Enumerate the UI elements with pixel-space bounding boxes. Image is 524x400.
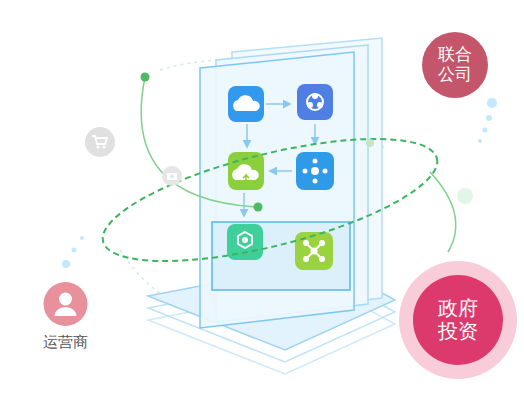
dot-glyph (319, 240, 325, 246)
deco-dot (62, 260, 70, 268)
person-head (59, 293, 72, 306)
dot-glyph (303, 169, 308, 174)
dot-glyph (311, 248, 318, 255)
deco-dot (80, 236, 84, 240)
deco-dot (483, 128, 488, 133)
ring-glyph (307, 94, 323, 110)
dot-glyph (311, 167, 319, 175)
avatar-circle (43, 282, 87, 326)
node-label: 政府 投资 (438, 297, 478, 343)
network-icon (297, 84, 333, 120)
dot-glyph (313, 159, 318, 164)
orbit-arc (141, 77, 258, 207)
hub-icon (296, 152, 334, 190)
flow-arrow (243, 193, 245, 216)
investment-circle: 政府 投资 (399, 261, 517, 379)
orbit-dot (141, 73, 150, 82)
flow-arrow (246, 124, 248, 147)
badge-circle (85, 127, 115, 157)
icon-tile (295, 232, 333, 270)
dot-glyph (242, 237, 248, 243)
orbit-ellipse (92, 114, 448, 286)
lens-glyph (170, 175, 174, 179)
orbit-dot (366, 139, 374, 147)
node-label: 联合 公司 (438, 45, 472, 84)
node-shape (39, 282, 92, 326)
node-caption: 运营商 (43, 334, 88, 351)
icon-tile (297, 84, 333, 120)
orbit-dot (457, 188, 473, 204)
camera-badge (162, 166, 182, 186)
deco-dot (72, 248, 77, 253)
circle-fill (413, 275, 503, 365)
dot-glyph (317, 102, 323, 108)
badge-circle (162, 166, 182, 186)
dot-glyph (313, 179, 318, 184)
hex-glyph (238, 232, 252, 248)
deco-dot (486, 115, 492, 121)
lower-panel (212, 222, 350, 290)
flow-arrow (266, 103, 290, 105)
dot-glyph (319, 256, 325, 262)
dot-glyph (323, 169, 328, 174)
deco-dot (487, 98, 497, 108)
dot-glyph (307, 102, 313, 108)
front-page (200, 52, 354, 328)
person-body (54, 307, 76, 316)
flow-arrow (314, 124, 316, 144)
operator-node: 运营商 (39, 282, 92, 355)
cart-glyph (92, 136, 107, 144)
icon-tile (296, 152, 334, 190)
dot-glyph (303, 256, 309, 262)
icon-tile (228, 86, 264, 122)
circle-fill (422, 32, 488, 98)
orbit-arc (430, 172, 456, 252)
cloud-glyph (233, 95, 260, 111)
orbit-dot (254, 203, 263, 212)
dot-glyph (303, 240, 309, 246)
cross-glyph (306, 243, 322, 259)
cloud-icon (228, 86, 264, 122)
deco-dot (478, 139, 482, 143)
wheel-glyph (103, 146, 106, 149)
halo-ring (399, 261, 517, 379)
wheel-glyph (97, 146, 100, 149)
dot-glyph (312, 93, 318, 99)
flow-arrow (270, 170, 292, 172)
company-circle: 联合 公司 (422, 32, 488, 98)
cart-badge (85, 127, 115, 157)
upload-glyph (243, 175, 249, 184)
camera-glyph (167, 173, 177, 180)
share-icon (295, 232, 333, 270)
